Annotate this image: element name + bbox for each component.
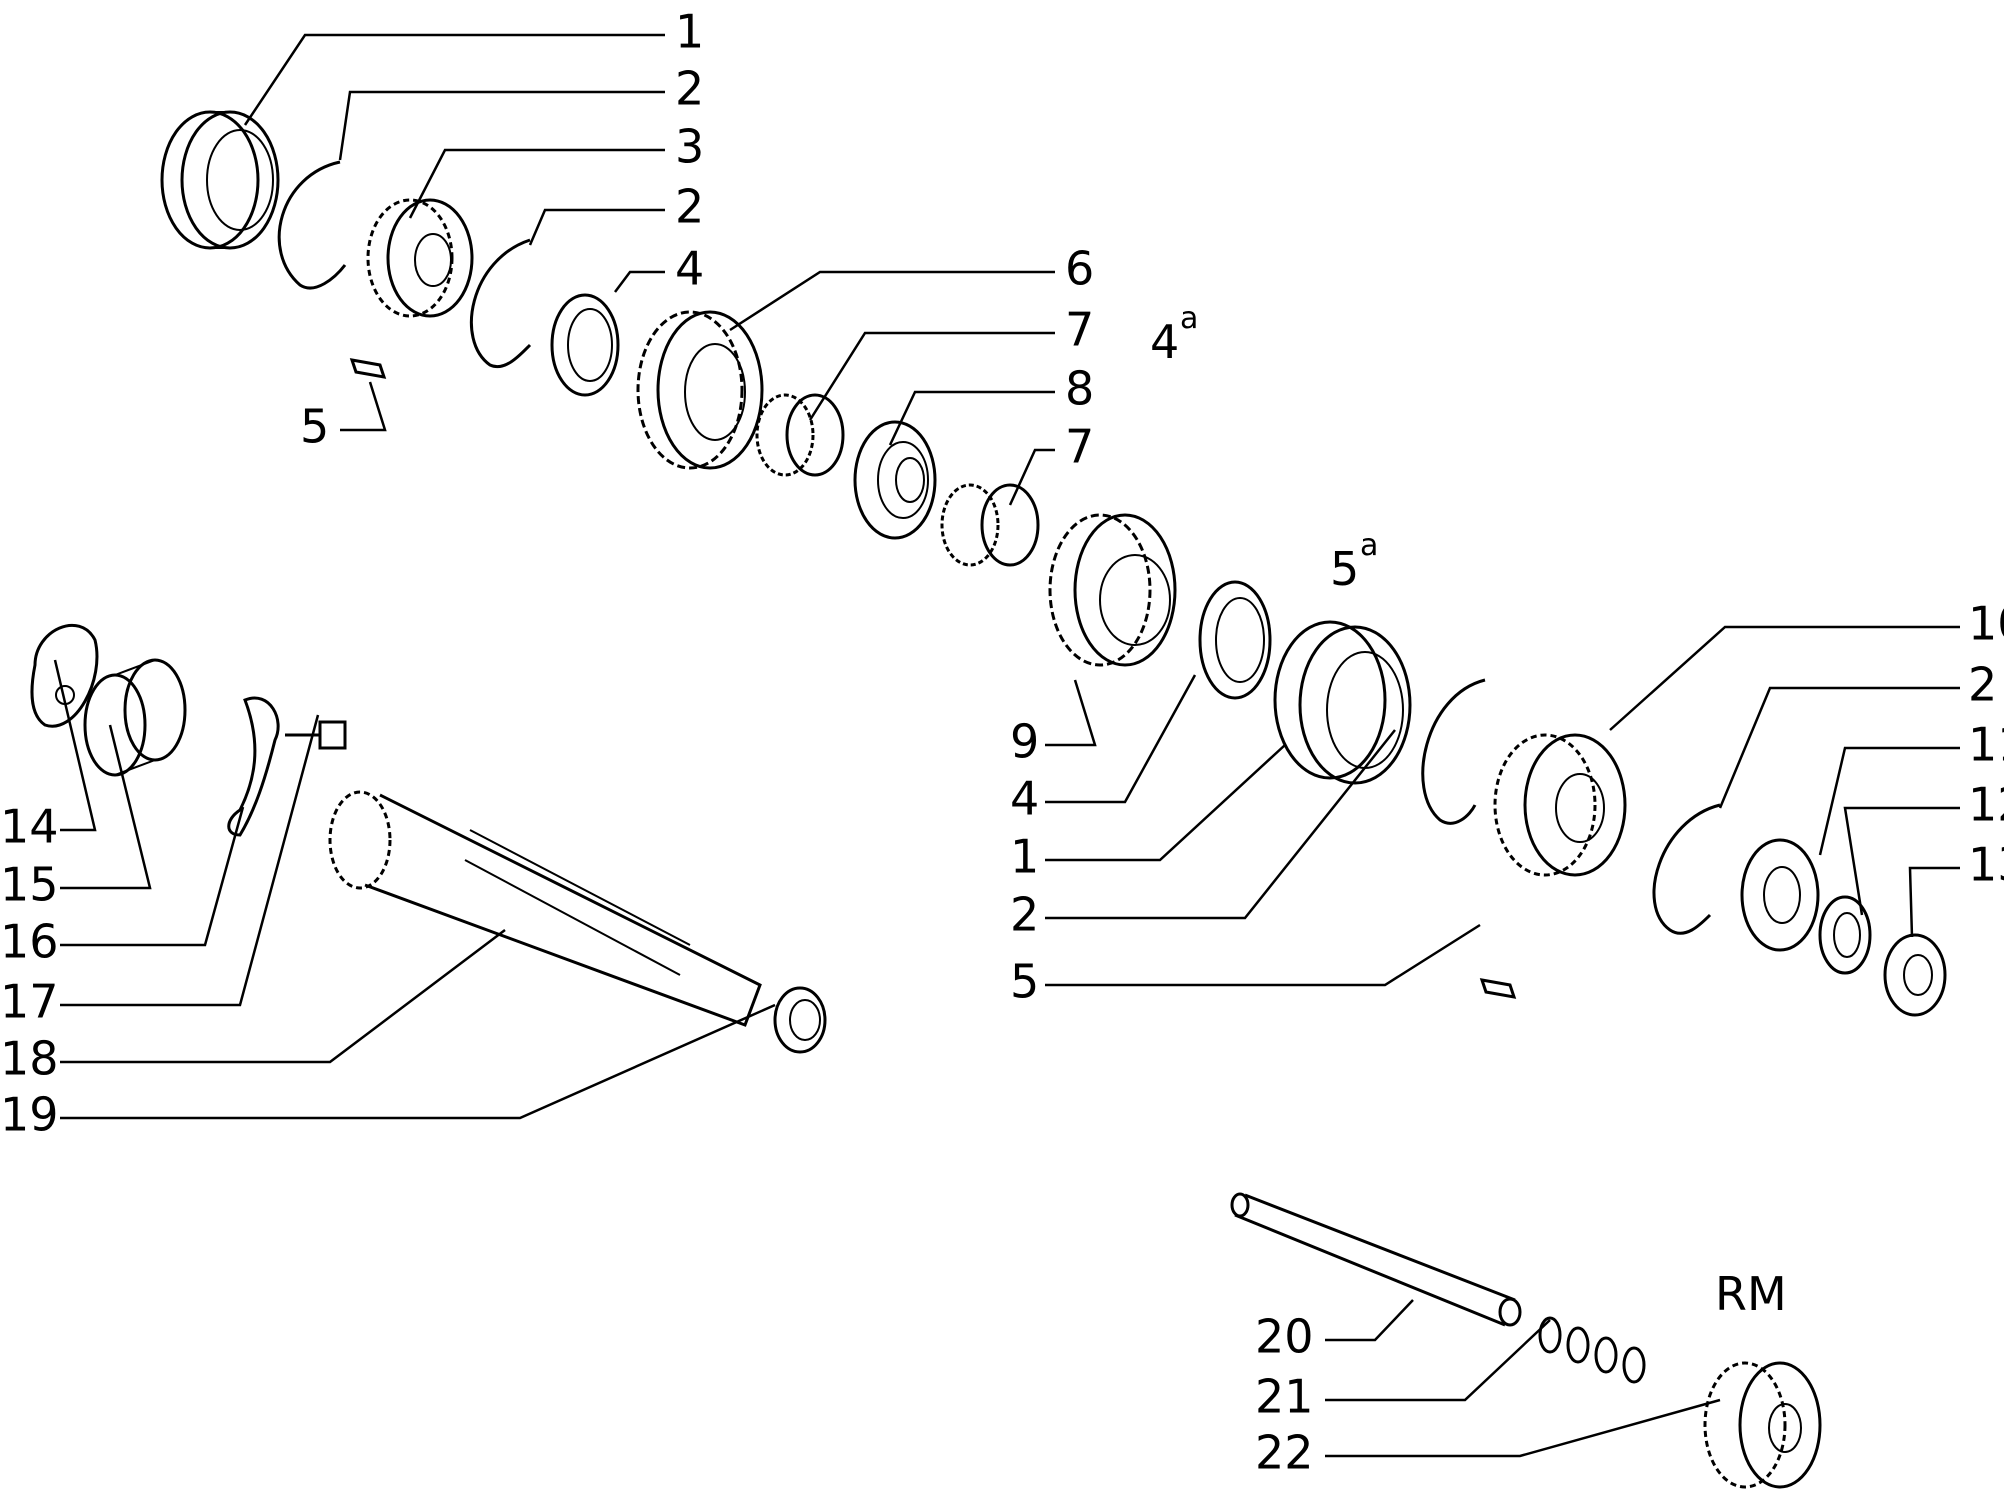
callout-2c: 2 <box>1010 888 1039 942</box>
callout-9: 9 <box>1010 715 1039 769</box>
part-2-circlip-middle <box>1421 678 1486 825</box>
part-10-synchro-hub-lower <box>1493 733 1627 877</box>
part-15-bearing-cup <box>83 658 187 777</box>
part-21-spring <box>1538 1316 1646 1384</box>
part-2-circlip-upper-right <box>469 238 532 369</box>
fifth-gear-label: 5 <box>1330 542 1359 596</box>
callout-6: 6 <box>1065 242 1094 296</box>
callout-1a: 1 <box>675 5 704 59</box>
callout-13: 13 <box>1968 838 2004 892</box>
callout-4a: 4 <box>675 242 704 296</box>
part-14-cover-plate <box>30 623 99 728</box>
callout-8: 8 <box>1065 362 1094 416</box>
part-6-fourth-gear <box>636 310 764 470</box>
part-7-needle-bearing-lower <box>940 483 1040 567</box>
callout-2b: 2 <box>675 180 704 234</box>
part-11-washer <box>1740 838 1820 952</box>
leader-lines <box>53 33 1960 1458</box>
callout-11: 11 <box>1968 718 2004 772</box>
part-5-key-upper <box>349 358 387 379</box>
callout-17: 17 <box>0 975 59 1029</box>
part-2-circlip-upper-left <box>277 160 347 290</box>
callout-19: 19 <box>0 1088 59 1142</box>
callout-14: 14 <box>0 800 59 854</box>
callout-7b: 7 <box>1065 420 1094 474</box>
callout-5a: 5 <box>300 400 329 454</box>
part-5-key-lower <box>1479 978 1517 999</box>
callout-5b: 5 <box>1010 955 1039 1009</box>
part-16-retaining-plate <box>227 696 280 837</box>
callout-21: 21 <box>1255 1370 1314 1424</box>
part-7-needle-bearing-upper <box>755 393 845 477</box>
callout-2d: 2 <box>1968 658 1997 712</box>
part-8-ball-bearing <box>853 420 937 540</box>
fourth-gear-label: 4 <box>1150 315 1179 369</box>
part-12-spacer <box>1818 895 1872 975</box>
part-1-sleeve-upper <box>160 110 280 250</box>
callout-2a: 2 <box>675 62 704 116</box>
callout-20: 20 <box>1255 1310 1314 1364</box>
callout-22: 22 <box>1255 1426 1314 1480</box>
callout-16: 16 <box>0 915 59 969</box>
callout-numbers: 1 2 3 2 4 5 6 7 8 7 9 4 1 2 5 10 2 11 12… <box>0 5 2004 1480</box>
part-9-fifth-gear <box>1048 513 1177 667</box>
part-20-pin <box>1230 1192 1522 1327</box>
callout-10: 10 <box>1968 597 2004 651</box>
callout-1b: 1 <box>1010 830 1039 884</box>
callout-3: 3 <box>675 120 704 174</box>
callout-18: 18 <box>0 1032 59 1086</box>
part-2-circlip-lower-right <box>1652 803 1721 935</box>
fifth-gear-label-sup: a <box>1360 528 1378 563</box>
part-3-synchro-hub <box>366 198 474 318</box>
part-18-main-shaft <box>328 790 762 1027</box>
callout-7a: 7 <box>1065 303 1094 357</box>
gear-group-labels: 4 a 5 a RM <box>1150 301 1787 1321</box>
reverse-gear-label: RM <box>1715 1267 1787 1321</box>
callout-4b: 4 <box>1010 772 1039 826</box>
part-4-synchro-ring-lower <box>1198 580 1272 700</box>
callout-15: 15 <box>0 858 59 912</box>
part-13-nut <box>1883 933 1947 1017</box>
part-1-sleeve-lower <box>1273 620 1412 785</box>
callout-12: 12 <box>1968 778 2004 832</box>
part-22-reverse-gear <box>1703 1361 1822 1489</box>
part-19-bushing <box>773 986 827 1054</box>
fourth-gear-label-sup: a <box>1180 301 1198 336</box>
part-4-synchro-ring-upper <box>550 293 620 397</box>
part-17-bolt <box>285 720 347 750</box>
